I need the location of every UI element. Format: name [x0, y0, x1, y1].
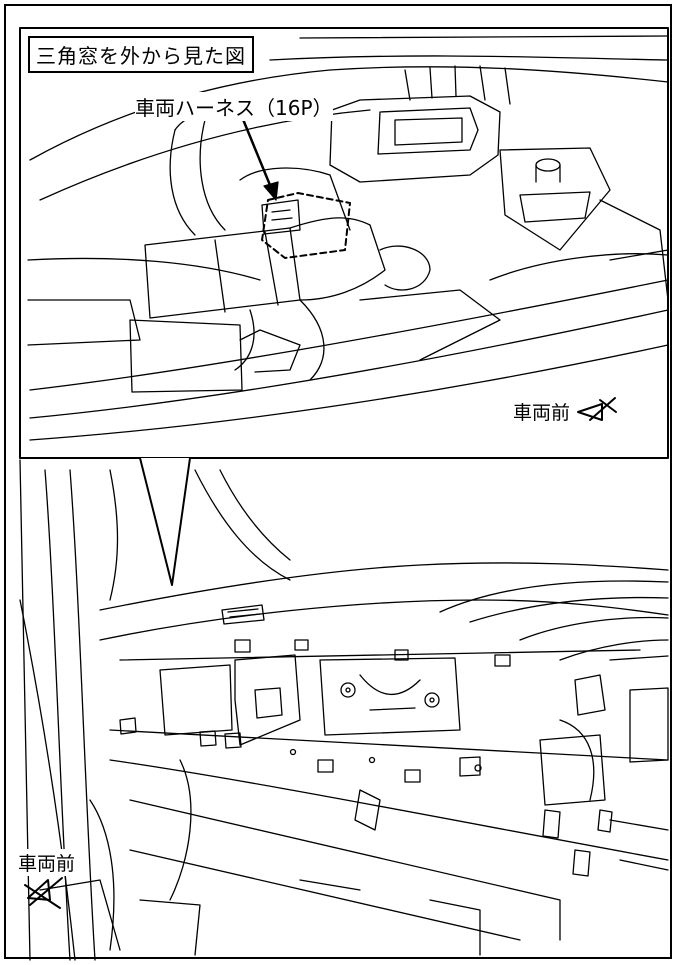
callout-pointer: [139, 457, 191, 586]
main-view: [19, 459, 669, 961]
harness-leader-line: [238, 110, 274, 192]
harness-connector: [261, 199, 301, 235]
center-bracket: [319, 657, 461, 736]
front-direction-arrow-icon: [577, 397, 617, 421]
dash-top: [99, 562, 669, 611]
harness-label: 車両ハーネス（16P）: [135, 92, 333, 121]
connector-highlight: [261, 192, 351, 259]
defroster-vent: [221, 604, 265, 625]
vent-block: [329, 95, 501, 183]
inset-lower-sweep: [29, 279, 669, 391]
front-direction-arrow-icon: [24, 877, 63, 909]
inset-border: [19, 27, 669, 459]
vehicle-front-label-main: 車両前: [18, 849, 76, 876]
dash-lower-edge: [109, 729, 669, 761]
inset-title: 三角窓を外から見た図: [28, 36, 254, 73]
bracket-right: [499, 147, 611, 251]
harness-loop: [169, 129, 196, 236]
vehicle-front-label-inset: 車両前: [513, 398, 571, 425]
inset-upper-edge: [299, 35, 669, 39]
inset-view: [19, 27, 669, 459]
